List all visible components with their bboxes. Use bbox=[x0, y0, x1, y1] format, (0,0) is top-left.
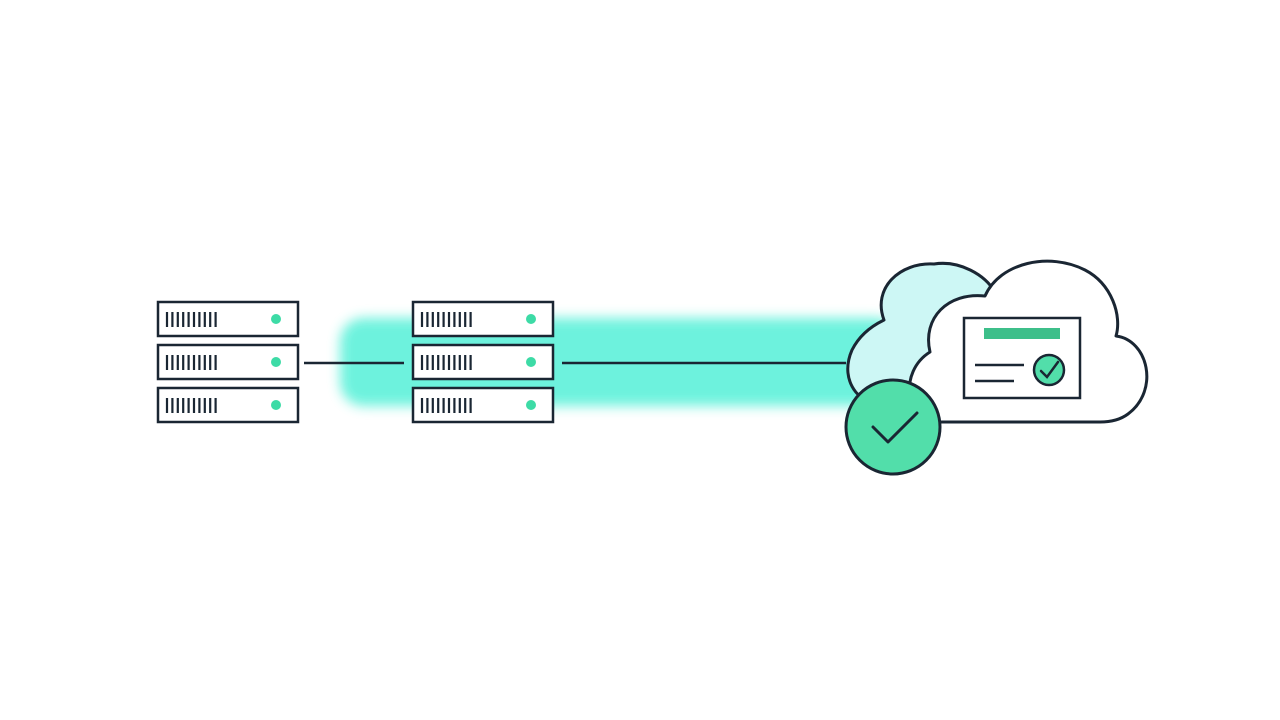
status-dot-icon bbox=[526, 314, 536, 324]
status-dot-icon bbox=[271, 400, 281, 410]
status-dot-icon bbox=[526, 357, 536, 367]
server-vent-icon bbox=[165, 312, 217, 327]
certificate-icon bbox=[962, 316, 1082, 400]
status-dot-icon bbox=[271, 357, 281, 367]
relay-server-stack bbox=[411, 300, 555, 424]
server-unit bbox=[156, 386, 300, 424]
server-unit bbox=[411, 386, 555, 424]
status-dot-icon bbox=[271, 314, 281, 324]
certificate-seal-icon bbox=[1032, 353, 1066, 387]
server-vent-icon bbox=[165, 355, 217, 370]
server-vent-icon bbox=[420, 398, 472, 413]
server-unit bbox=[156, 343, 300, 381]
cloud-icon bbox=[846, 259, 1149, 424]
check-circle-icon bbox=[844, 378, 942, 476]
certificate-title-bar bbox=[984, 328, 1060, 339]
server-vent-icon bbox=[165, 398, 217, 413]
server-unit bbox=[411, 300, 555, 338]
server-vent-icon bbox=[420, 312, 472, 327]
server-unit bbox=[411, 343, 555, 381]
server-vent-icon bbox=[420, 355, 472, 370]
status-dot-icon bbox=[526, 400, 536, 410]
server-unit bbox=[156, 300, 300, 338]
source-server-stack bbox=[156, 300, 300, 424]
